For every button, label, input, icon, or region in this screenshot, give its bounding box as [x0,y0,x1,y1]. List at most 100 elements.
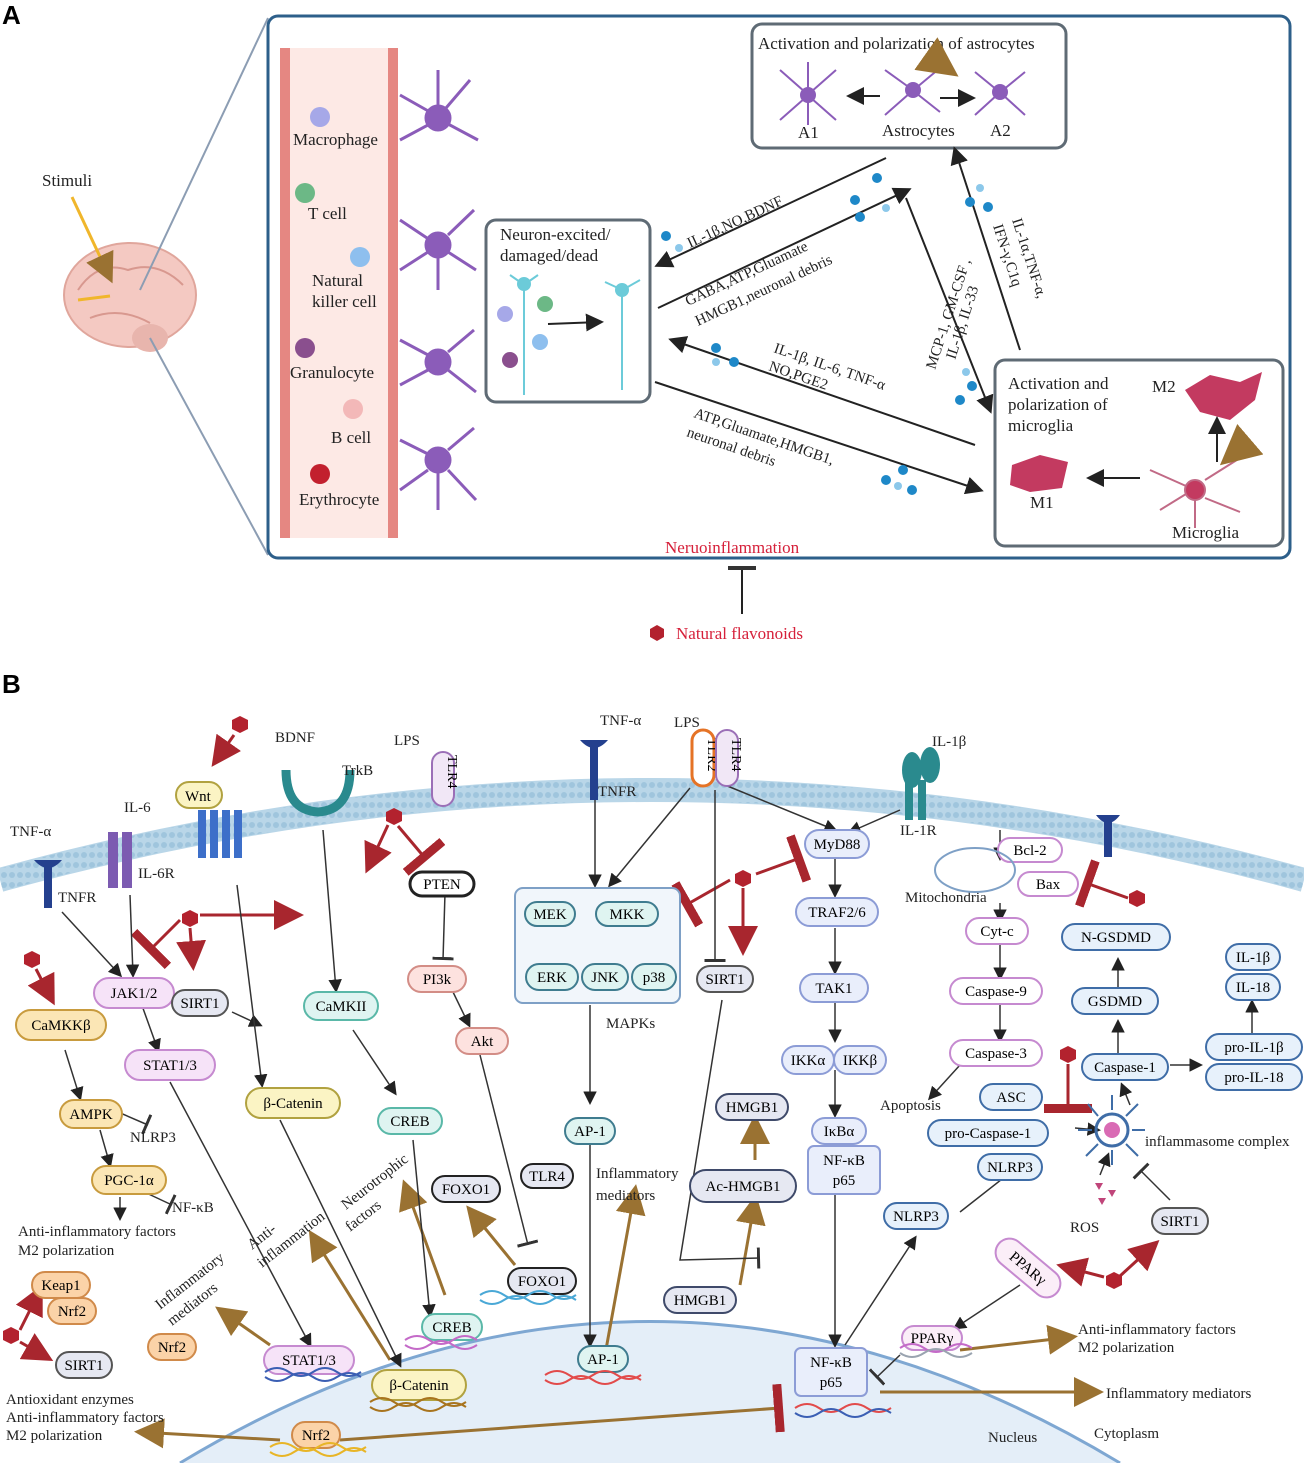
node-label-nrf2-b: Nrf2 [158,1340,186,1356]
node-label-pgc: PGC-1α [104,1173,154,1189]
node-label-foxo1-a: FOXO1 [442,1182,490,1198]
node-label-casp3: Caspase-3 [965,1046,1027,1062]
node-proil18: pro-IL-18 [1205,1063,1303,1091]
macrophage-label: Macrophage [293,130,378,149]
microglia-title-2: polarization of [1008,395,1108,414]
inflammatory-mid-1: Inflammatory [596,1166,679,1182]
node-casp9: Caspase-9 [949,977,1043,1005]
node-ikkb: IKKβ [833,1045,887,1075]
node-label-ppar-n: PPARγ [911,1331,954,1347]
node-label-casp1: Caspase-1 [1094,1060,1156,1076]
flavonoid-inhibition-lines [130,825,1129,1113]
flavonoid-icons [3,716,1145,1344]
node-label-nrf2-a: Nrf2 [58,1304,86,1320]
node-label-tlr4-c: TLR4 [529,1169,565,1185]
node-label-ap1: AP-1 [574,1124,606,1140]
node-sirt1-c: SIRT1 [1151,1207,1209,1235]
node-procasp1: pro-Caspase-1 [927,1119,1049,1147]
node-label-sirt1-a: SIRT1 [180,996,219,1012]
node-label-il18-out: IL-18 [1236,980,1270,996]
cytokine-dots [661,173,993,495]
nfkb-inhibit-label: NF-κB [172,1200,214,1216]
node-jnk: JNK [581,963,629,991]
inflammatory-mid-2: mediators [596,1188,655,1204]
vessel-astrocytes [399,70,479,510]
node-achmgb1: Ac-HMGB1 [689,1169,797,1203]
node-label-nrf2-n: Nrf2 [302,1428,330,1444]
node-label-foxo1-n: FOXO1 [518,1274,566,1290]
granulocyte-label: Granulocyte [290,363,374,382]
node-label-nfkbn-1: NF-κB [810,1355,852,1371]
node-label-mek: MEK [533,907,567,923]
receptor-icons [34,740,1120,908]
right-inflammatory: Inflammatory mediators [1106,1386,1252,1402]
panel-a-label: A [2,0,21,30]
il6r-label: IL-6R [138,866,175,882]
lps-left-label: LPS [394,733,420,749]
m1-label: M1 [1030,493,1054,512]
tnf-alpha-mid: TNF-α [600,713,641,729]
node-label-traf: TRAF2/6 [808,905,866,921]
node-label-gsdmd: GSDMD [1088,994,1142,1010]
node-camkii: CaMKII [303,991,379,1021]
node-label-procasp1: pro-Caspase-1 [945,1126,1032,1142]
node-mkk: MKK [595,901,659,927]
node-label-nlrp3-b: NLRP3 [987,1160,1033,1176]
node-myd88: MyD88 [804,829,870,859]
node-keap1: Keap1 [31,1271,91,1299]
astrocytes-title: Activation and polarization of astrocyte… [758,34,1035,53]
node-pgc: PGC-1α [91,1165,167,1195]
node-label-cytc: Cyt-c [980,924,1014,940]
node-asc: ASC [979,1083,1043,1111]
il6-label: IL-6 [124,800,151,816]
node-erk: ERK [525,963,579,991]
node-label-ap1-n: AP-1 [587,1352,619,1368]
tlr4-mid: TLR4 [728,738,743,771]
node-nlrp3-b: NLRP3 [977,1153,1043,1181]
nk-cell-label-2: killer cell [312,292,377,311]
antiinf-left-1: Anti-inflammatory factors [18,1224,176,1240]
node-label-creb: CREB [390,1114,429,1130]
node-label-p38: p38 [643,970,666,986]
m2-label: M2 [1152,377,1176,396]
output-arrows [134,1114,1104,1449]
node-hmgb1-top: HMGB1 [715,1093,789,1121]
node-label-catenin: β-Catenin [263,1096,323,1112]
node-label-proil1b: pro-IL-1β [1224,1040,1283,1056]
node-bax: Bax [1017,871,1079,897]
node-sirt1-a: SIRT1 [171,989,229,1017]
il1r-label: IL-1R [900,823,937,839]
node-ppar-cyto: PPARγ [994,1237,1062,1299]
cytoplasm-label: Cytoplasm [1094,1426,1159,1442]
node-nlrp3-c: NLRP3 [883,1202,949,1230]
node-label-stat-n: STAT1/3 [282,1353,336,1369]
tnfr-mid: TNFR [598,784,636,800]
flavonoid-icon [650,625,664,641]
node-pi3k: PI3k [407,965,467,993]
inflammasome-icon [1078,1095,1145,1165]
nucleus-label: Nucleus [988,1430,1037,1446]
node-proil1b: pro-IL-1β [1205,1033,1303,1061]
node-label-jak: JAK1/2 [111,986,158,1002]
node-label-jnk: JNK [591,970,619,986]
stimuli-label: Stimuli [42,171,92,190]
b-cell-label: B cell [331,428,371,447]
node-label-casp9: Caspase-9 [965,984,1027,1000]
node-ampk: AMPK [59,1099,123,1129]
tlr4-left: TLR4 [444,755,459,788]
lps-mid-label: LPS [674,715,700,731]
node-stat: STAT1/3 [124,1049,216,1081]
node-creb-n: CREB [421,1313,483,1341]
node-label-nlrp3-c: NLRP3 [893,1209,939,1225]
apoptosis-label: Apoptosis [880,1098,941,1114]
microglia-title-3: microglia [1008,416,1074,435]
right-antiinf-2: M2 polarization [1078,1340,1175,1356]
antiinf-left-2: M2 polarization [18,1243,115,1259]
natural-flavonoids-label: Natural flavonoids [676,624,803,643]
node-label-keap1: Keap1 [41,1278,80,1294]
a2-label: A2 [990,121,1011,140]
nlrp3-inhibit-label: NLRP3 [130,1130,176,1146]
node-label-ampk: AMPK [69,1107,113,1123]
